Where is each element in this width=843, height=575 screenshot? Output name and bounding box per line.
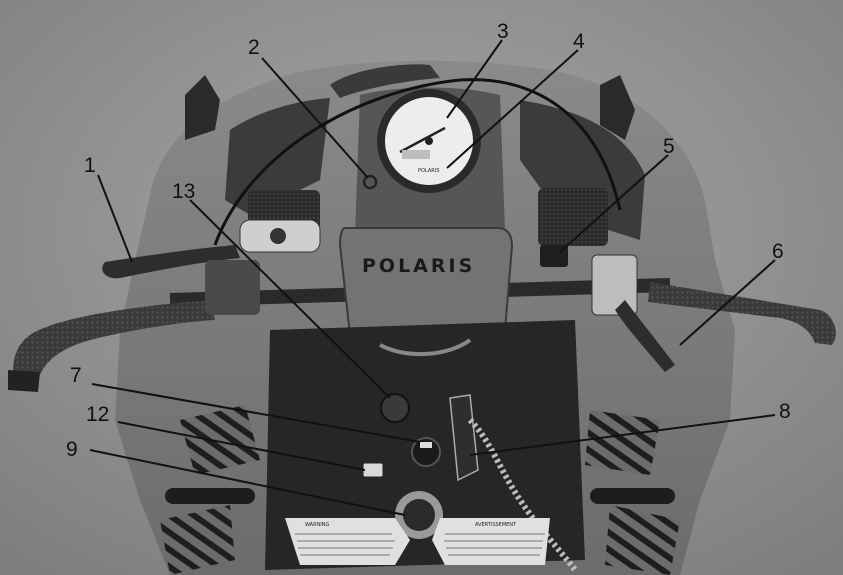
warning-text-left: WARNING: [305, 522, 330, 528]
pad-right: [538, 188, 608, 246]
vent-lower-right: [605, 505, 680, 575]
handlebar-pad: [338, 227, 514, 337]
callout-5: 5: [663, 135, 675, 158]
callout-1: 1: [84, 154, 96, 177]
windshield-mount-left: [185, 75, 220, 140]
gauge-brand: POLARIS: [418, 168, 439, 174]
callout-4: 4: [573, 30, 585, 53]
callout-2: 2: [248, 36, 260, 59]
warning-text-right: AVERTISSEMENT: [475, 522, 517, 528]
tether-cap: [380, 393, 410, 423]
fuel-cap: [403, 499, 435, 531]
vent-lower-left: [160, 505, 235, 575]
callout-6: 6: [772, 240, 784, 263]
gauge-display: [402, 150, 430, 159]
cable-arc: [213, 78, 622, 246]
leader-lines: [89, 39, 776, 516]
left-bar-end: [8, 370, 40, 392]
hood-logo: [330, 64, 440, 98]
vent-right: [585, 410, 660, 475]
tether-clip: [449, 394, 479, 482]
callout-7: 7: [70, 364, 82, 387]
wire-bundle: [379, 338, 472, 357]
brake-lever: [102, 245, 240, 279]
callout-12: 12: [86, 403, 109, 426]
throttle-lever: [615, 300, 675, 372]
callout-8: 8: [779, 400, 791, 423]
handle-right: [590, 488, 675, 504]
callout-9: 9: [66, 438, 78, 461]
right-grip: [648, 282, 836, 345]
ignition-switch: [411, 437, 441, 467]
gauge-needle: [399, 126, 446, 154]
right-control-block: [591, 254, 638, 316]
vent-left: [180, 405, 260, 475]
callout-13: 13: [172, 180, 195, 203]
callout-3: 3: [497, 20, 509, 43]
left-grip: [13, 300, 215, 390]
handle-left: [165, 488, 255, 504]
coiled-cord: [467, 417, 578, 572]
warning-fine-print: [295, 533, 545, 556]
left-control-block: [205, 260, 260, 315]
pad-brand-text: POLARIS: [362, 255, 475, 277]
gauge-hub: [425, 137, 433, 145]
windshield-mount-right: [600, 75, 635, 140]
light-switch: [362, 462, 384, 478]
hood-clip: [362, 174, 378, 190]
master-cylinder-cap: [270, 228, 286, 244]
ignition-key-slot: [420, 442, 432, 448]
